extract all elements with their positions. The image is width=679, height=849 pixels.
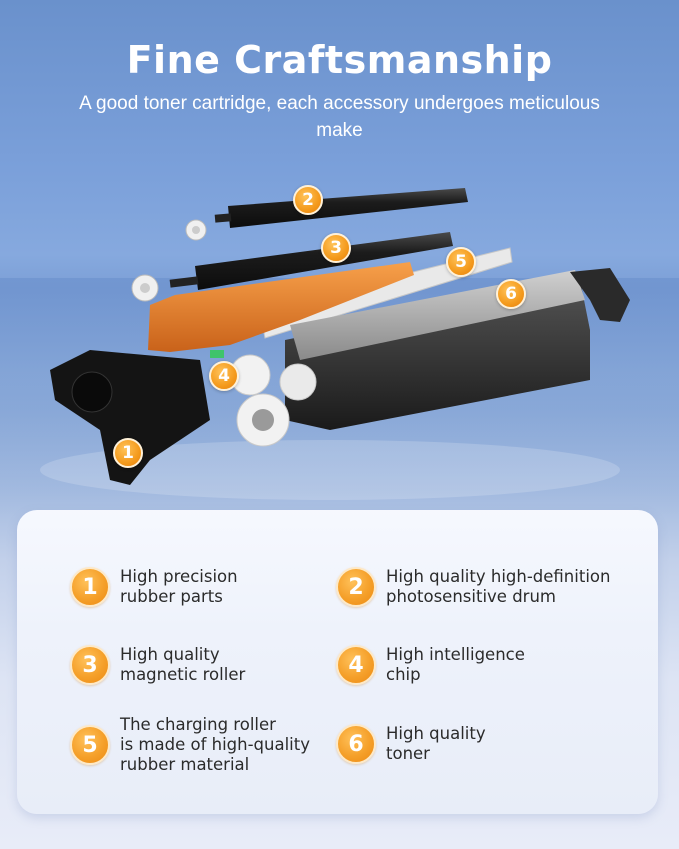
feature-item-6: 6 High quality toner [336, 724, 486, 764]
gears [210, 350, 317, 447]
photosensitive-drum [185, 188, 468, 241]
feature-text: High quality toner [386, 724, 486, 763]
features-card: 1 High precision rubber parts 2 High qua… [17, 510, 658, 814]
callout-badge-3: 3 [321, 233, 351, 263]
magnetic-roller [131, 232, 453, 302]
feature-number-badge: 6 [336, 724, 376, 764]
callout-badge-4: 4 [209, 361, 239, 391]
page-subtitle: A good toner cartridge, each accessory u… [79, 93, 600, 141]
feature-item-1: 1 High precision rubber parts [70, 567, 238, 607]
callout-badge-1: 1 [113, 438, 143, 468]
orange-blade [148, 262, 414, 352]
callout-badge-5: 5 [446, 247, 476, 277]
cartridge-drawing [40, 188, 630, 500]
end-cap [50, 350, 210, 485]
feature-text: High quality magnetic roller [120, 645, 246, 684]
feature-text: The charging roller is made of high-qual… [120, 715, 310, 774]
page-title: Fine Craftsmanship [126, 38, 553, 82]
cartridge-exploded-illustration: 1 2 3 4 5 6 [0, 170, 679, 510]
feature-number-badge: 1 [70, 567, 110, 607]
header: Fine Craftsmanship A good toner cartridg… [0, 38, 679, 144]
feature-item-2: 2 High quality high-definition photosens… [336, 567, 610, 607]
feature-item-4: 4 High intelligence chip [336, 645, 525, 685]
feature-text: High precision rubber parts [120, 567, 238, 606]
feature-number-badge: 5 [70, 725, 110, 765]
feature-number-badge: 4 [336, 645, 376, 685]
feature-number-badge: 3 [70, 645, 110, 685]
feature-item-3: 3 High quality magnetic roller [70, 645, 245, 685]
feature-number-badge: 2 [336, 567, 376, 607]
feature-text: High intelligence chip [386, 645, 525, 684]
feature-text: High quality high-definition photosensit… [386, 567, 611, 606]
callout-badge-2: 2 [293, 185, 323, 215]
callout-badge-6: 6 [496, 279, 526, 309]
feature-item-5: 5 The charging roller is made of high-qu… [70, 715, 310, 775]
